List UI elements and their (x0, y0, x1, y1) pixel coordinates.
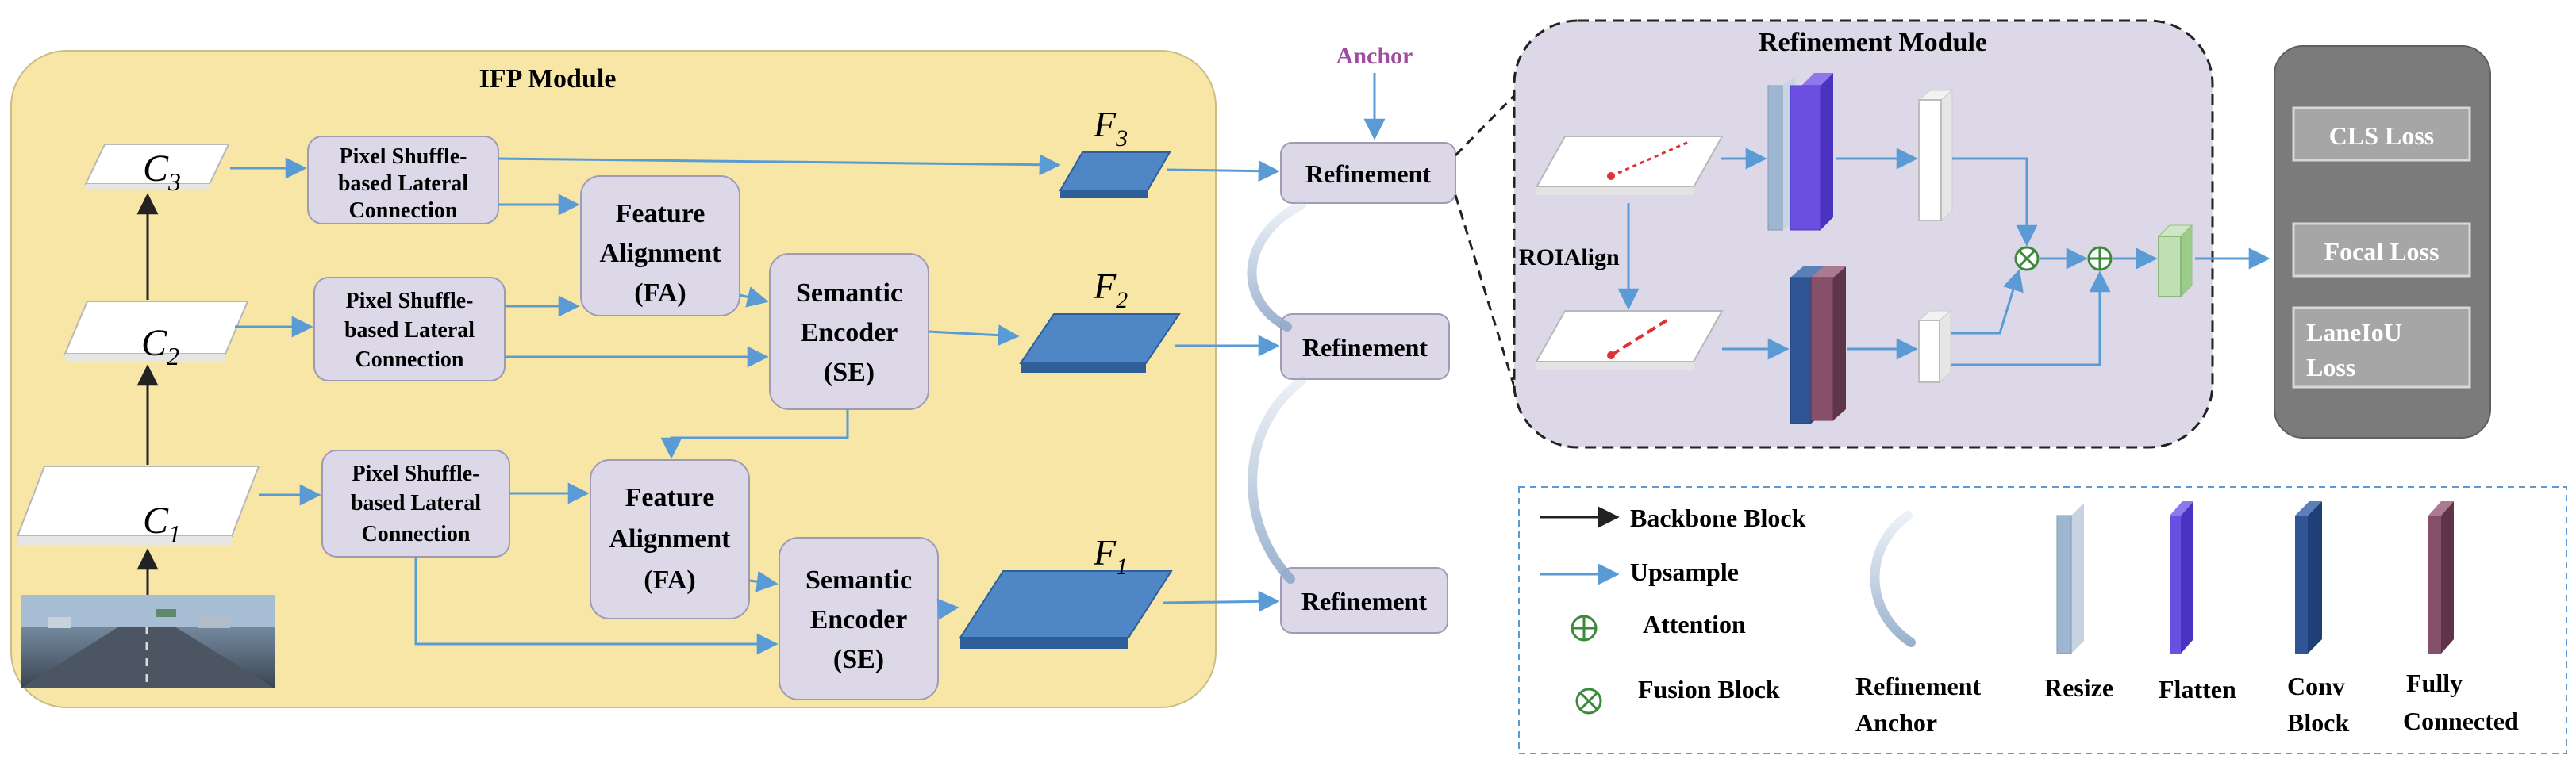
legend-upsample-label: Upsample (1630, 558, 1739, 586)
svg-text:based Lateral: based Lateral (351, 491, 481, 516)
refinement-module-arrows (1721, 148, 2270, 366)
anchor-label: Anchor (1336, 43, 1413, 69)
ifp-upsample-arrows (230, 154, 1061, 655)
f-to-refinement-arrows (1163, 160, 1280, 612)
f3-feature-map (1059, 151, 1171, 198)
svg-text:Refinement: Refinement (1301, 587, 1428, 615)
f2-feature-map (1019, 313, 1181, 373)
svg-text:Feature: Feature (616, 199, 706, 228)
refinement-box-middle: Refinement (1280, 313, 1450, 380)
roi-plane-top (1535, 136, 1724, 195)
f1-label: F1 (1093, 532, 1128, 580)
refinement-anchor-curves (1247, 200, 1306, 584)
output-feature-block (2157, 224, 2193, 298)
cls-loss-box: CLS Loss (2292, 106, 2471, 162)
svg-text:(SE): (SE) (833, 645, 884, 674)
svg-text:Refinement: Refinement (1302, 333, 1428, 362)
projection-line-bottom (1454, 194, 1524, 413)
svg-text:Semantic: Semantic (805, 565, 912, 595)
legend-refinement-anchor-label-1: Refinement (1855, 672, 1982, 700)
lateral-connection-box-2: Pixel Shuffle- based Lateral Connection (313, 277, 506, 381)
legend-fusion-icon (1575, 688, 1602, 715)
attention-operator-icon (2087, 246, 2113, 271)
focal-loss-box: Focal Loss (2292, 222, 2471, 278)
svg-text:CLS Loss: CLS Loss (2329, 121, 2435, 150)
legend-flatten-label: Flatten (2159, 675, 2236, 703)
flatten-block-top (1790, 73, 1833, 231)
fc-block-bottom (1810, 266, 1846, 421)
svg-text:Pixel Shuffle-: Pixel Shuffle- (346, 289, 474, 313)
fusion-operator-icon (2014, 246, 2040, 271)
svg-text:Connection: Connection (362, 522, 471, 546)
legend-fc-label-1: Fully (2406, 669, 2463, 697)
f1-feature-map (959, 570, 1173, 649)
legend-resize-icon (2056, 503, 2084, 654)
legend-resize-label: Resize (2044, 673, 2113, 702)
legend-refinement-anchor-label-2: Anchor (1855, 708, 1937, 737)
svg-text:Connection: Connection (349, 198, 458, 223)
c3-plane (84, 144, 230, 190)
legend-attention-icon (1571, 615, 1598, 642)
legend-backbone-label: Backbone Block (1630, 504, 1806, 532)
legend-flatten-icon (2170, 501, 2193, 654)
fc-block-bottom-small (1917, 309, 1952, 384)
svg-text:Feature: Feature (625, 483, 715, 512)
svg-text:based Lateral: based Lateral (344, 318, 475, 343)
svg-text:Refinement: Refinement (1305, 159, 1432, 188)
svg-text:Encoder: Encoder (810, 605, 908, 634)
legend-fc-label-2: Connected (2403, 707, 2519, 735)
legend-panel (1518, 486, 2567, 754)
c2-label: C2 (141, 322, 179, 370)
fc-block-top (1917, 89, 1954, 222)
legend-fusion-label: Fusion Block (1638, 675, 1780, 703)
refinement-module-panel (1513, 19, 2214, 449)
roi-plane-bottom (1535, 310, 1724, 370)
svg-text:(FA): (FA) (644, 565, 695, 595)
svg-text:Loss: Loss (2306, 353, 2355, 381)
c3-label: C3 (143, 148, 181, 196)
svg-text:LaneIoU: LaneIoU (2306, 318, 2402, 347)
svg-text:Alignment: Alignment (600, 239, 722, 268)
svg-text:(FA): (FA) (634, 278, 686, 308)
legend-fc-icon (2428, 501, 2454, 654)
lateral-connection-box-1: Pixel Shuffle- based Lateral Connection (321, 450, 510, 558)
c1-label: C1 (143, 500, 181, 548)
roialign-label: ROIAlign (1519, 244, 1620, 270)
legend-attention-label: Attention (1643, 610, 1746, 638)
refinement-box-bottom: Refinement (1280, 567, 1448, 634)
c1-plane (16, 466, 260, 546)
feature-alignment-box-top: Feature Alignment (FA) (580, 175, 740, 316)
svg-text:Encoder: Encoder (801, 318, 898, 347)
legend-conv-label-1: Conv (2287, 672, 2345, 700)
f3-label: F3 (1093, 104, 1128, 151)
svg-text:Alignment: Alignment (609, 524, 732, 554)
legend-conv-icon (2295, 501, 2322, 654)
semantic-encoder-box-bottom: Semantic Encoder (SE) (779, 537, 939, 700)
f2-label: F2 (1093, 266, 1128, 313)
refinement-box-top: Refinement (1280, 142, 1456, 204)
ifp-module-title: IFP Module (479, 64, 617, 94)
laneiou-loss-box: LaneIoU Loss (2292, 306, 2471, 389)
svg-text:Connection: Connection (356, 347, 464, 372)
refinement-module-title: Refinement Module (1759, 28, 1987, 57)
semantic-encoder-box-top: Semantic Encoder (SE) (769, 253, 929, 410)
svg-text:Focal Loss: Focal Loss (2324, 237, 2440, 266)
svg-text:based Lateral: based Lateral (338, 171, 468, 196)
c2-plane (63, 301, 249, 362)
svg-text:Pixel Shuffle-: Pixel Shuffle- (340, 144, 467, 169)
feature-alignment-box-bottom: Feature Alignment (FA) (590, 459, 750, 619)
legend-refinement-anchor-icon (1870, 511, 1916, 647)
lateral-connection-box-3: Pixel Shuffle- based Lateral Connection (307, 136, 499, 224)
svg-text:(SE): (SE) (824, 358, 875, 387)
legend-conv-label-2: Block (2287, 708, 2349, 737)
svg-text:Pixel Shuffle-: Pixel Shuffle- (352, 462, 480, 486)
road-input-image (21, 595, 275, 688)
svg-text:Semantic: Semantic (796, 278, 902, 308)
